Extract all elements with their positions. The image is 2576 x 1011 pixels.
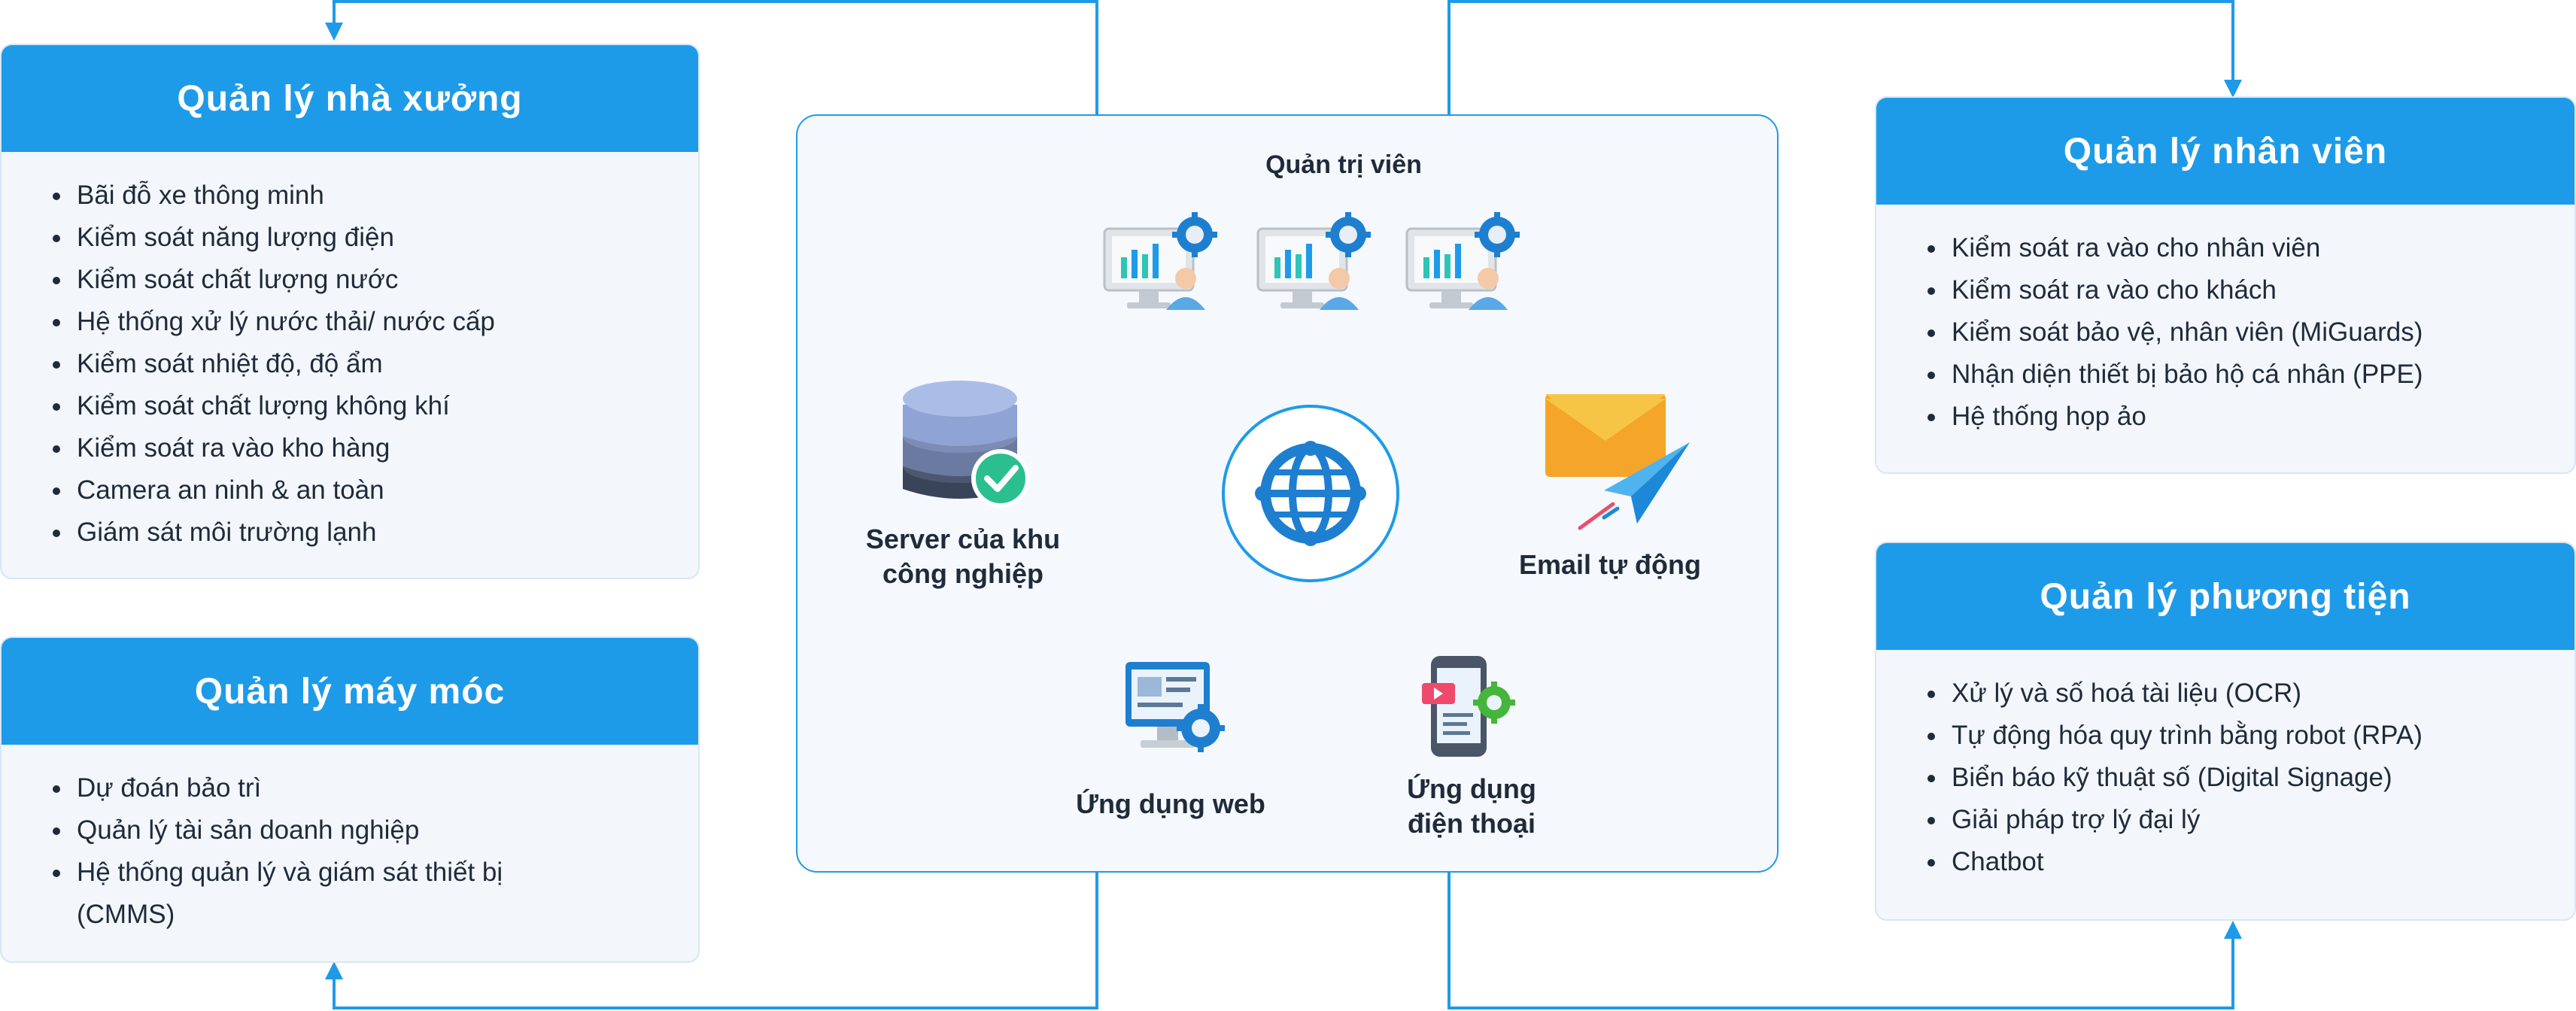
list-item: Hệ thống xử lý nước thải/ nước cấp [53,301,698,343]
list-item-continuation: (CMMS) [77,900,175,929]
mobile-label-line: điện thoại [1408,808,1536,839]
globe-network-icon [1222,405,1399,582]
list-item: Giám sát môi trường lạnh [53,512,698,554]
list-item: Quản lý tài sản doanh nghiệp [53,809,698,852]
admin-monitor-icon [1103,212,1217,310]
admin-monitor-icon [1256,212,1371,310]
factory-panel-title: Quản lý nhà xưởng [2,45,698,152]
list-item: Kiểm soát nhiệt độ, độ ẩm [53,343,698,385]
machines-list: Dự đoán bảo trì Quản lý tài sản doanh ng… [2,745,698,936]
admin-label: Quản trị viên [1265,150,1422,179]
server-database-icon [903,381,1030,508]
staff-panel: Quản lý nhân viên Kiểm soát ra vào cho n… [1875,96,2576,474]
machines-panel: Quản lý máy móc Dự đoán bảo trì Quản lý … [0,636,700,963]
mobile-label-line: Ứng dụng [1407,773,1536,804]
connector-staff [1447,0,2242,114]
vehicles-panel-title: Quản lý phương tiện [1876,543,2574,650]
list-item: Chatbot [1927,841,2574,883]
web-app-icon [1125,662,1225,752]
staff-list: Kiểm soát ra vào cho nhân viên Kiểm soát… [1876,205,2574,438]
list-item: Kiểm soát chất lượng không khí [53,385,698,427]
list-item: Nhận diện thiết bị bảo hộ cá nhân (PPE) [1927,354,2574,396]
mobile-app-icon [1422,656,1515,757]
list-item: Dự đoán bảo trì [53,767,698,809]
vehicles-list: Xử lý và số hoá tài liệu (OCR) Tự động h… [1876,650,2574,883]
web-label: Ứng dụng web [1076,788,1265,819]
mobile-label: Ứng dụng điện thoại [1336,772,1607,841]
list-item: Bãi đỗ xe thông minh [53,175,698,217]
vehicles-panel: Quản lý phương tiện Xử lý và số hoá tài … [1875,542,2576,921]
list-item: Hệ thống họp ảo [1927,396,2574,438]
list-item: Xử lý và số hoá tài liệu (OCR) [1927,672,2574,715]
email-label: Email tự động [1518,549,1702,580]
list-item: Kiểm soát ra vào cho nhân viên [1927,227,2574,269]
factory-panel: Quản lý nhà xưởng Bãi đỗ xe thông minh K… [0,44,700,579]
list-item: Camera an ninh & an toàn [53,469,698,512]
list-item: Hệ thống quản lý và giám sát thiết bị [53,852,698,894]
list-item: Giải pháp trợ lý đại lý [1927,799,2574,841]
list-item: Tự động hóa quy trình bằng robot (RPA) [1927,715,2574,757]
factory-list: Bãi đỗ xe thông minh Kiểm soát năng lượn… [2,152,698,554]
email-send-icon [1545,394,1690,530]
server-label: Server của khu công nghiệp [828,522,1098,591]
list-item: Kiểm soát chất lượng nước [53,259,698,301]
server-label-line: Server của khu [865,524,1061,554]
machines-panel-title: Quản lý máy móc [2,638,698,745]
admin-monitor-icon [1405,212,1520,310]
connector-factory [325,0,1098,114]
list-item: Kiểm soát ra vào kho hàng [53,427,698,469]
connector-machines [325,873,1098,1009]
connector-vehicles [1447,873,2242,1009]
list-item: Kiểm soát bảo vệ, nhân viên (MiGuards) [1927,311,2574,354]
list-item: Biển báo kỹ thuật số (Digital Signage) [1927,757,2574,799]
staff-panel-title: Quản lý nhân viên [1876,98,2574,205]
list-item: Kiểm soát ra vào cho khách [1927,269,2574,311]
server-label-line: công nghiệp [882,558,1043,589]
list-item: Kiểm soát năng lượng điện [53,217,698,259]
